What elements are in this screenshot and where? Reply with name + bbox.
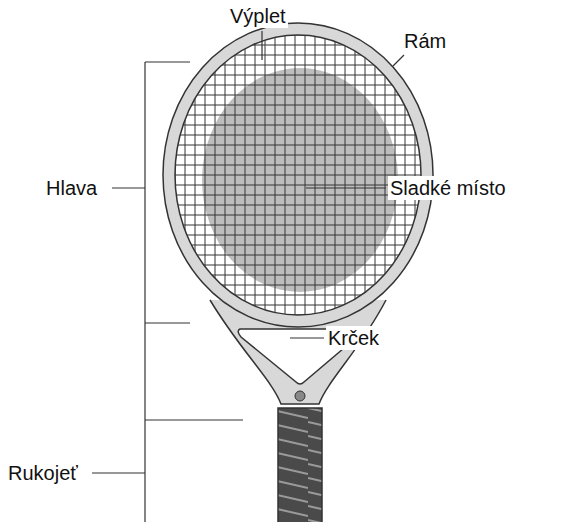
- part-label: Výplet: [228, 4, 288, 28]
- section-label: Hlava: [44, 176, 99, 200]
- grommet: [295, 391, 305, 401]
- part-label: Sladké místo: [388, 176, 508, 200]
- part-label: Rám: [402, 29, 448, 53]
- leader-lines: [262, 31, 404, 338]
- string-bed: [170, 30, 430, 320]
- part-label: Krček: [326, 326, 381, 350]
- frame: [163, 23, 433, 327]
- section-label: Rukojeť: [6, 461, 80, 485]
- bracket: [92, 62, 243, 522]
- handle-grip: [278, 408, 322, 522]
